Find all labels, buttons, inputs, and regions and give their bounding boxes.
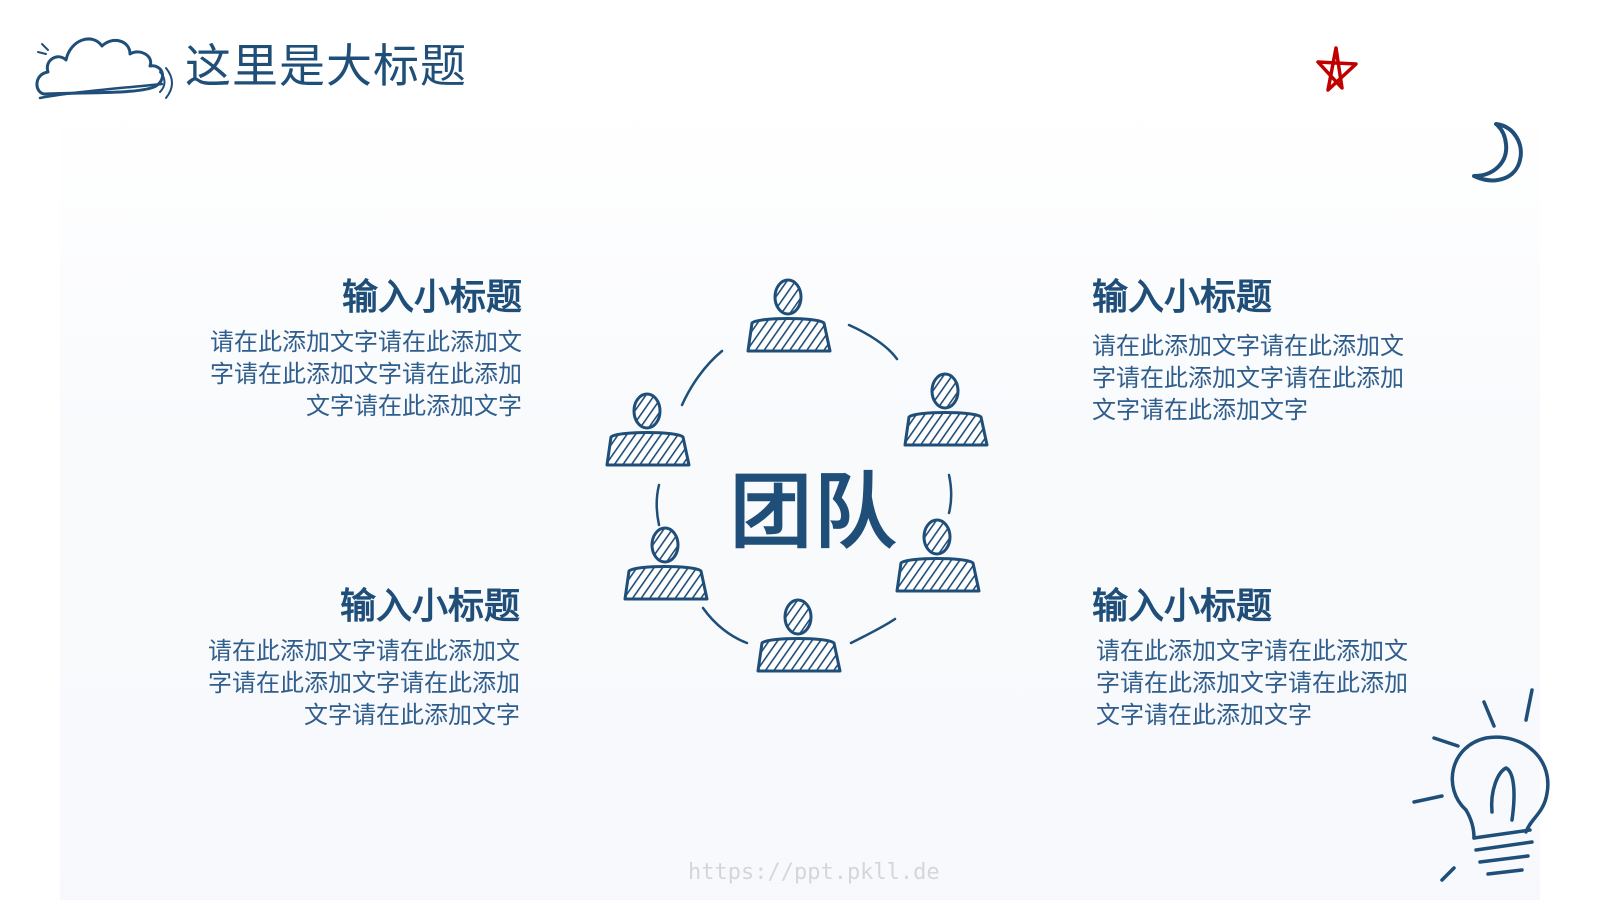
watermark: https://ppt.pkll.de (688, 860, 940, 885)
block-heading: 输入小标题 (341, 277, 522, 318)
cloud-icon (35, 37, 173, 100)
text-block-bottom-right: 输入小标题 请在此添加文字请在此添加文字请在此添加文字请在此添加文字请在此添加文… (1092, 577, 1422, 731)
person-icon (903, 372, 989, 447)
block-body: 请在此添加文字请在此添加文字请在此添加文字请在此添加文字请在此添加文字 (1096, 637, 1408, 729)
page-title: 这里是大标题 (185, 39, 467, 93)
person-icon (756, 598, 842, 673)
team-circle-diagram (605, 278, 989, 673)
block-body: 请在此添加文字请在此添加文字请在此添加文字请在此添加文字请在此添加文字 (1092, 332, 1404, 424)
slide-background (60, 100, 1540, 900)
text-block-bottom-left: 输入小标题 请在此添加文字请在此添加文字请在此添加文字请在此添加文字请在此添加文… (190, 577, 520, 731)
block-body: 请在此添加文字请在此添加文字请在此添加文字请在此添加文字请在此添加文字 (210, 328, 522, 420)
moon-icon (1472, 122, 1523, 183)
person-icon (746, 278, 832, 353)
star-icon (1316, 46, 1358, 92)
block-body: 请在此添加文字请在此添加文字请在此添加文字请在此添加文字请在此添加文字 (208, 637, 520, 729)
person-icon (623, 526, 709, 601)
text-block-top-left: 输入小标题 请在此添加文字请在此添加文字请在此添加文字请在此添加文字请在此添加文… (192, 268, 522, 422)
center-label: 团队 (730, 465, 899, 560)
block-heading: 输入小标题 (1092, 586, 1273, 627)
block-heading: 输入小标题 (339, 586, 520, 627)
text-block-top-right: 输入小标题 请在此添加文字请在此添加文字请在此添加文字请在此添加文字请在此添加文… (1092, 268, 1422, 426)
person-icon (895, 518, 981, 593)
person-icon (605, 392, 691, 467)
lightbulb-icon (1412, 688, 1550, 882)
block-heading: 输入小标题 (1092, 277, 1273, 318)
